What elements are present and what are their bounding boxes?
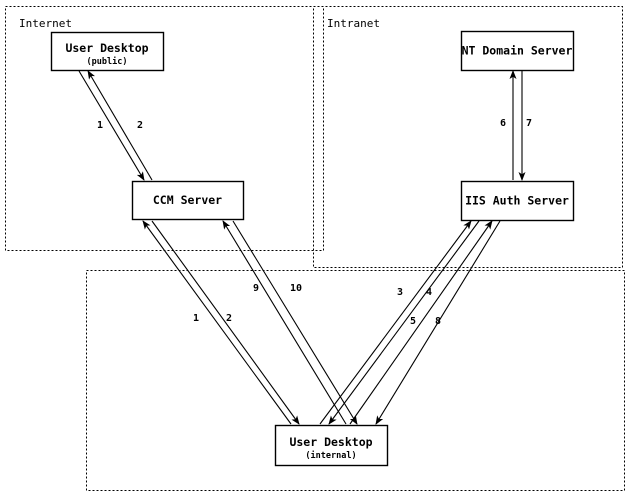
node-title-user-desktop-public: User Desktop	[65, 41, 148, 55]
flow-line-step-5	[349, 220, 493, 425]
node-title-nt-domain-server: NT Domain Server	[462, 44, 573, 58]
flow-line-step-1	[142, 220, 292, 425]
flow-user-desktop-public-to-ccm-server-step-1	[78, 70, 145, 181]
flow-arrows	[78, 70, 526, 425]
step-label-2-1: 2	[137, 120, 143, 131]
node-box-ccm-server[interactable]	[131, 180, 245, 221]
step-label-3-4: 3	[397, 287, 403, 298]
flow-user-desktop-internal-to-iis-auth-server-step-5	[349, 220, 493, 425]
zone-boundary-intranet	[313, 6, 623, 268]
flow-line-step-1	[78, 70, 145, 181]
flow-ccm-server-to-user-desktop-internal-step-10	[232, 220, 358, 425]
zone-internal	[86, 270, 625, 491]
flow-line-step-9	[222, 220, 347, 425]
node-user-desktop-internal[interactable]: User Desktop(internal)	[274, 424, 389, 467]
flow-line-step-10	[232, 220, 358, 425]
flow-user-desktop-internal-to-iis-auth-server-step-3	[319, 220, 472, 425]
step-label-9-10: 9	[253, 283, 259, 294]
node-ccm-server[interactable]: CCM Server	[131, 180, 245, 221]
zone-boundary-internal	[86, 270, 625, 491]
step-label-1-2: 1	[193, 313, 199, 324]
flow-ccm-server-to-user-desktop-internal-step-2	[151, 220, 300, 425]
node-subtitle-user-desktop-internal: (internal)	[305, 450, 356, 461]
flow-user-desktop-internal-to-ccm-server-step-9	[222, 220, 347, 425]
node-box-nt-domain-server[interactable]	[460, 30, 575, 72]
node-title-ccm-server: CCM Server	[153, 193, 222, 207]
zone-boundaries: Internet Intranet	[5, 6, 625, 491]
flow-line-step-4	[328, 220, 480, 425]
node-user-desktop-public[interactable]: User Desktop(public)	[50, 31, 165, 72]
step-label-4-5: 4	[426, 287, 432, 298]
flow-line-step-2	[151, 220, 300, 425]
flow-iis-auth-server-to-user-desktop-internal-step-8	[375, 220, 501, 425]
zone-intranet: Intranet	[313, 6, 623, 268]
step-label-6-8: 6	[500, 118, 506, 129]
node-subtitle-user-desktop-public: (public)	[87, 56, 128, 67]
flow-ccm-server-to-user-desktop-public-step-2	[87, 70, 153, 181]
flow-line-step-3	[319, 220, 472, 425]
zone-label-intranet: Intranet	[327, 17, 380, 30]
zone-label-internet: Internet	[19, 17, 72, 30]
flow-line-step-2	[87, 70, 153, 181]
node-box-iis-auth-server[interactable]	[460, 180, 575, 222]
step-label-10-11: 10	[290, 283, 302, 294]
step-label-8-7: 8	[435, 316, 441, 327]
node-box-user-desktop-public[interactable]	[50, 31, 165, 72]
flow-iis-auth-server-to-user-desktop-internal-step-4	[328, 220, 480, 425]
step-number-labels: 1 2 1 2 3 4 5 8 6 7 9 10	[97, 118, 532, 327]
node-nt-domain-server[interactable]: NT Domain Server	[460, 30, 575, 72]
step-label-5-6: 5	[410, 316, 416, 327]
step-label-1-0: 1	[97, 120, 103, 131]
node-box-user-desktop-internal[interactable]	[274, 424, 389, 467]
node-iis-auth-server[interactable]: IIS Auth Server	[460, 180, 575, 222]
flow-user-desktop-internal-to-ccm-server-step-1	[142, 220, 292, 425]
node-title-user-desktop-internal: User Desktop	[289, 435, 372, 449]
step-label-2-3: 2	[226, 313, 232, 324]
step-label-7-9: 7	[526, 118, 532, 129]
flow-line-step-8	[375, 220, 501, 425]
node-title-iis-auth-server: IIS Auth Server	[465, 194, 569, 208]
